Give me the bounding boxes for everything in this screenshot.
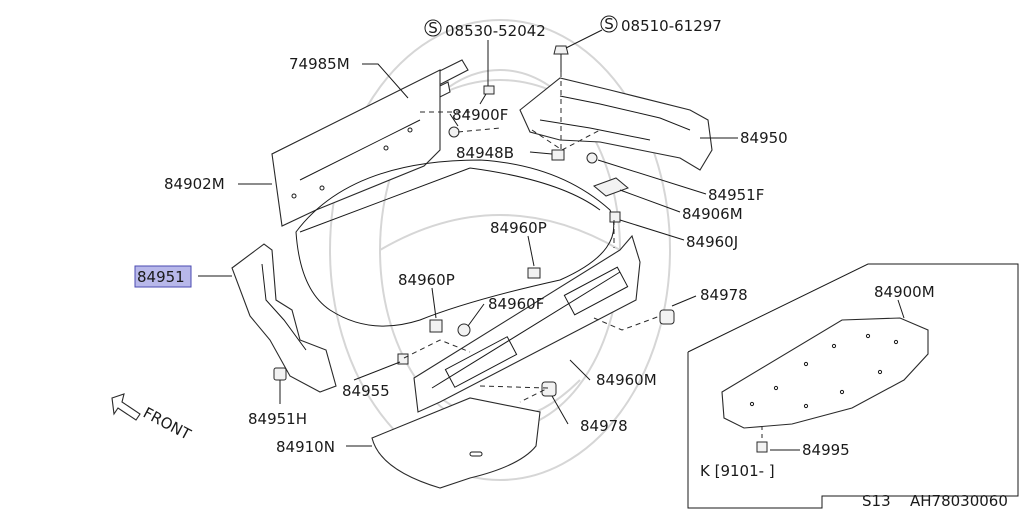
part-trunk-floor-inner <box>299 167 601 233</box>
callout-84951[interactable]: 84951 <box>137 268 185 286</box>
callout-84948b[interactable]: 84948B <box>456 144 514 162</box>
part-clip-84900f <box>448 126 460 138</box>
callout-84960p[interactable]: 84960P <box>398 271 455 289</box>
part-bumper-84978-top <box>659 309 675 325</box>
callout-74985m[interactable]: 74985M <box>289 55 350 73</box>
callout-84906m[interactable]: 84906M <box>682 205 743 223</box>
mat-handle <box>469 451 483 457</box>
callout-84978-top[interactable]: 84978 <box>700 286 748 304</box>
callout-84951f[interactable]: 84951F <box>708 186 764 204</box>
callout-84902m[interactable]: 84902M <box>164 175 225 193</box>
callout-08530-52042[interactable]: 08530-52042 <box>445 22 546 40</box>
part-screw-08510 <box>553 45 569 72</box>
callout-labels: 08530-52042 08510-61297 74985M 84900F 84… <box>137 17 935 459</box>
footer-model: S13 <box>862 492 891 510</box>
part-clip-84960j <box>609 211 621 223</box>
part-84906m-plate <box>593 177 629 197</box>
part-clip-84960p <box>429 319 443 333</box>
s-symbol-2: S <box>600 15 618 33</box>
leader-lines <box>198 29 905 451</box>
callout-highlight <box>134 265 192 288</box>
callout-84960j[interactable]: 84960J <box>686 233 738 251</box>
callout-84995[interactable]: 84995 <box>802 441 850 459</box>
part-clip-84955 <box>397 353 409 365</box>
part-84951-left-trim <box>231 243 337 393</box>
footer-code: AH78030060 <box>910 492 1008 510</box>
variant-note: K [9101- ] <box>700 462 775 480</box>
part-84960m-finisher <box>413 234 641 413</box>
callout-84900m[interactable]: 84900M <box>874 283 935 301</box>
callout-84955[interactable]: 84955 <box>342 382 390 400</box>
part-clip-84951h <box>273 367 287 381</box>
callout-84960f[interactable]: 84960F <box>488 295 544 313</box>
svg-text:S: S <box>428 19 438 37</box>
callout-84960p-top[interactable]: 84960P <box>490 219 547 237</box>
callout-84950[interactable]: 84950 <box>740 129 788 147</box>
inset-variant-box <box>687 263 1019 509</box>
part-clip-84951f <box>586 152 598 164</box>
part-bumper-84978-bot <box>541 381 557 397</box>
part-84902m-panel <box>271 69 441 227</box>
part-clip-84948b <box>551 149 565 161</box>
callout-84978-bot[interactable]: 84978 <box>580 417 628 435</box>
part-clip-84960f <box>457 323 471 337</box>
callout-08510-61297[interactable]: 08510-61297 <box>621 17 722 35</box>
front-label: FRONT <box>140 404 194 444</box>
callout-84900f[interactable]: 84900F <box>452 106 508 124</box>
front-arrow <box>111 393 141 421</box>
part-screw-08530 <box>479 85 495 105</box>
callout-84910n[interactable]: 84910N <box>276 438 335 456</box>
part-clip-84960p-top <box>527 267 541 279</box>
svg-text:S: S <box>604 15 614 33</box>
part-84910n-mat <box>371 397 541 489</box>
callout-84960m[interactable]: 84960M <box>596 371 657 389</box>
callout-84951h[interactable]: 84951H <box>248 410 307 428</box>
part-84950-side-trim <box>519 77 713 171</box>
part-trunk-floor-outline <box>295 159 615 327</box>
s-symbol-1: S <box>424 19 442 37</box>
